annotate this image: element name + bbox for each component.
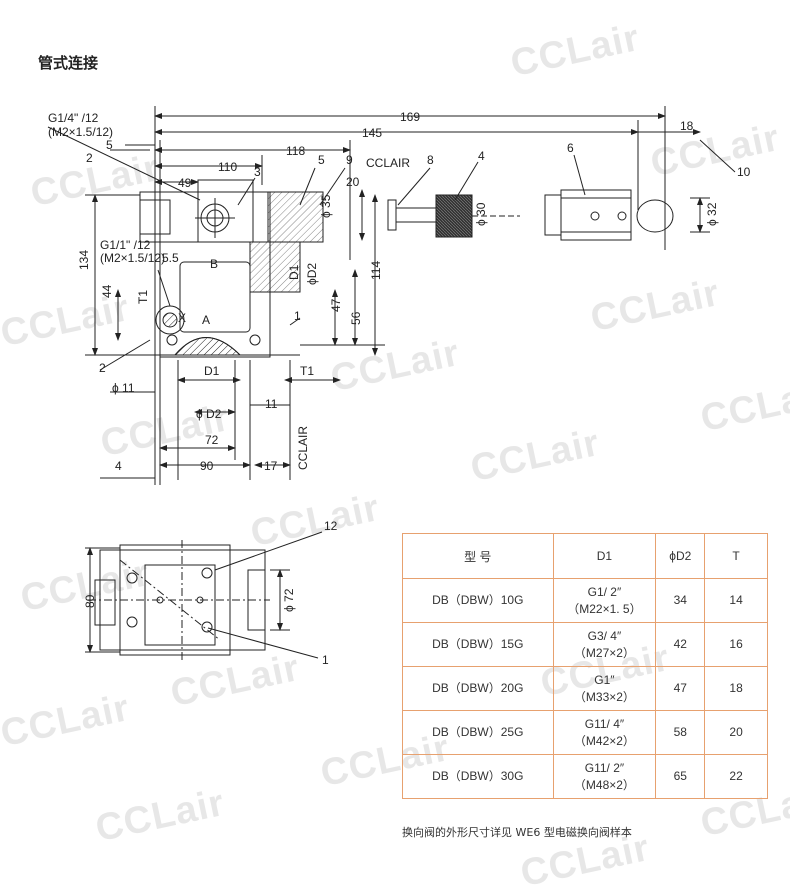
cell-d1: G3/ 4″ （M27×2）	[552, 622, 657, 667]
thread-side-metric-label: (M2×1.5/12)	[100, 251, 165, 265]
cell-t: 16	[704, 622, 768, 667]
dim-49: 49	[178, 176, 192, 190]
callout-9: 9	[346, 153, 353, 167]
cell-model: DB（DBW）30G	[402, 754, 554, 799]
page-title: 管式连接	[38, 54, 99, 72]
dim-44: 44	[100, 284, 114, 298]
cell-d1-metric: （M42×2）	[573, 733, 635, 748]
cell-d1-thread: G1″	[594, 672, 615, 687]
cell-d1-metric: （M27×2）	[573, 645, 635, 660]
cell-t: 18	[704, 666, 768, 711]
cell-d2: 34	[655, 578, 706, 623]
dim-t1-label: T1	[300, 364, 314, 378]
cell-d2: 42	[655, 622, 706, 667]
callout-3: 3	[254, 165, 261, 179]
dim-2-top: 2	[86, 151, 93, 165]
port-t1-side-label: T1	[136, 290, 150, 304]
port-a-label: A	[202, 313, 210, 327]
dim-114: 114	[369, 261, 383, 280]
cell-d2: 47	[655, 666, 706, 711]
cell-model: DB（DBW）10G	[402, 578, 554, 623]
thread-top-label: G1/4" /12	[48, 111, 99, 125]
callout-12: 12	[324, 519, 338, 533]
brand-label-side: CCLAIR	[296, 426, 310, 470]
dim-phi35: ϕ 35	[319, 194, 333, 218]
dim-20: 20	[346, 175, 360, 189]
dim-11: 11	[265, 397, 278, 411]
table-row: DB（DBW）20G G1″ （M33×2） 47 18	[402, 666, 768, 711]
cell-d2: 58	[655, 710, 706, 755]
cell-t: 20	[704, 710, 768, 755]
dim-134: 134	[77, 250, 91, 270]
cell-d1-thread: G11/ 2″	[584, 760, 625, 775]
dim-1: 1	[294, 309, 301, 323]
dim-90: 90	[200, 459, 214, 473]
thread-side-label: G1/1" /12	[100, 238, 151, 252]
header-t: T	[704, 533, 768, 579]
cell-d1-thread: G11/ 4″	[584, 716, 625, 731]
dim-56: 56	[349, 311, 363, 325]
technical-drawing: G1/4" /12 (M2×1.5/12) G1/1" /12 (M2×1.5/…	[47, 106, 751, 667]
table-row: DB（DBW）30G G11/ 2″ （M48×2） 65 22	[402, 754, 768, 799]
cell-d1: G11/ 2″ （M48×2）	[552, 754, 657, 799]
dim-phi72: ϕ 72	[282, 588, 296, 612]
callout-8: 8	[427, 153, 434, 167]
dim-phi11: ϕ 11	[112, 381, 135, 395]
dim-145: 145	[362, 126, 382, 140]
callout-1: 1	[322, 653, 329, 667]
footnote: 换向阀的外形尺寸详见 WE6 型电磁换向阀样本	[402, 826, 632, 839]
cell-model: DB（DBW）25G	[402, 710, 554, 755]
table-row: DB（DBW）25G G11/ 4″ （M42×2） 58 20	[402, 710, 768, 755]
cell-d1-thread: G1/ 2″	[587, 584, 622, 599]
dim-4: 4	[115, 459, 122, 473]
cell-d1-thread: G3/ 4″	[587, 628, 622, 643]
dim-110: 110	[218, 160, 237, 174]
callout-5: 5	[318, 153, 325, 167]
dim-169: 169	[400, 110, 420, 124]
dim-17: 17	[264, 459, 278, 473]
dim-5: 5	[106, 138, 113, 152]
cell-d1-metric: （M22×1. 5）	[567, 601, 642, 616]
header-model: 型 号	[402, 533, 554, 579]
header-phid2: ϕD2	[655, 533, 706, 579]
cell-d1: G1/ 2″ （M22×1. 5）	[552, 578, 657, 623]
dim-80: 80	[83, 594, 97, 608]
dim-72: 72	[205, 433, 219, 447]
cell-d1-metric: （M33×2）	[573, 689, 635, 704]
callout-10: 10	[737, 165, 751, 179]
callout-4: 4	[478, 149, 485, 163]
cell-t: 14	[704, 578, 768, 623]
table-header-row: 型 号 D1 ϕD2 T	[402, 533, 768, 579]
table-row: DB（DBW）15G G3/ 4″ （M27×2） 42 16	[402, 622, 768, 667]
dim-5-5: 5.5	[162, 251, 179, 265]
dim-d2-label: ϕ D2	[196, 407, 222, 421]
table-row: DB（DBW）10G G1/ 2″ （M22×1. 5） 34 14	[402, 578, 768, 623]
port-x-label: X	[178, 311, 186, 325]
dim-118: 118	[286, 144, 305, 158]
header-d1: D1	[552, 533, 657, 579]
dim-18: 18	[680, 119, 694, 133]
dim-phi30: ϕ 30	[474, 202, 488, 226]
dim-47: 47	[329, 298, 343, 312]
port-b-label: B	[210, 257, 218, 271]
dim-phi32: ϕ 32	[705, 202, 719, 226]
cell-d1: G11/ 4″ （M42×2）	[552, 710, 657, 755]
cell-t: 22	[704, 754, 768, 799]
cell-model: DB（DBW）20G	[402, 666, 554, 711]
label-phiD2-vertical: ϕD2	[305, 263, 319, 285]
cell-d1-metric: （M48×2）	[573, 777, 635, 792]
cell-d1: G1″ （M33×2）	[552, 666, 657, 711]
cell-model: DB（DBW）15G	[402, 622, 554, 667]
callout-2: 2	[99, 361, 106, 375]
cell-d2: 65	[655, 754, 706, 799]
spec-table: 型 号 D1 ϕD2 T DB（DBW）10G G1/ 2″ （M22×1. 5）…	[402, 533, 768, 799]
label-D1-vertical: D1	[287, 264, 301, 280]
thread-top-metric-label: (M2×1.5/12)	[48, 125, 113, 139]
brand-label-top: CCLAIR	[366, 156, 410, 170]
dim-d1-label: D1	[204, 364, 220, 378]
callout-6: 6	[567, 141, 574, 155]
